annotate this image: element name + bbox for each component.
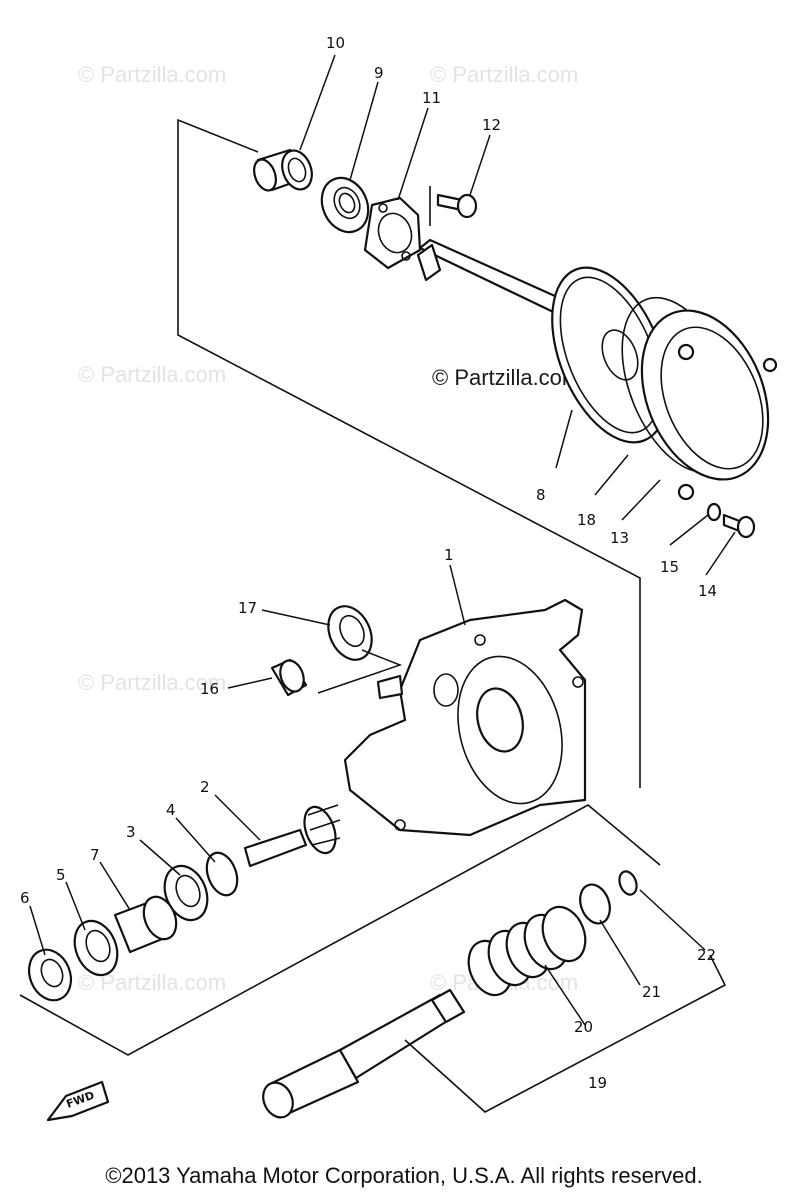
part-16-bushing (270, 658, 308, 697)
callout-16: 16 (200, 680, 219, 698)
part-21-washer (579, 883, 611, 925)
callout-18: 18 (577, 511, 596, 529)
upper-group-frame (177, 118, 641, 788)
part-13-cover (640, 309, 778, 501)
part-3-bearing (163, 864, 209, 922)
callout-labels: 10 9 11 12 8 18 13 15 14 17 16 1 2 4 3 7… (20, 34, 717, 1092)
part-12-bolt (436, 193, 478, 219)
watermark: © Partzilla.com (430, 62, 578, 87)
lower-left-frame (19, 804, 661, 1056)
callout-4: 4 (166, 801, 176, 819)
callout-9: 9 (374, 64, 384, 82)
fwd-arrow: FWD (46, 1080, 110, 1122)
callout-8: 8 (536, 486, 546, 504)
callout-6: 6 (20, 889, 30, 907)
callout-15: 15 (660, 558, 679, 576)
part-7-sleeve (113, 895, 178, 954)
callout-21: 21 (642, 983, 661, 1001)
part-6-oil-seal (27, 948, 73, 1002)
part-19-bracket (404, 954, 727, 1113)
callout-14: 14 (698, 582, 717, 600)
callout-3: 3 (126, 823, 136, 841)
part-4-washer (205, 851, 239, 897)
callout-13: 13 (610, 529, 629, 547)
watermark: © Partzilla.com (78, 362, 226, 387)
part-22-circlip (618, 870, 638, 896)
watermark: © Partzilla.com (78, 62, 226, 87)
callout-1: 1 (444, 546, 454, 564)
callout-20: 20 (574, 1018, 593, 1036)
callout-10: 10 (326, 34, 345, 52)
copyright-notice: ©2013 Yamaha Motor Corporation, U.S.A. A… (105, 1163, 703, 1188)
callout-7: 7 (90, 846, 100, 864)
part-9-bearing (320, 176, 370, 234)
bearing-group-line (317, 649, 403, 694)
part-14-bolt (722, 513, 756, 539)
part-19-shaft-assembly (262, 988, 466, 1119)
callout-12: 12 (482, 116, 501, 134)
part-10-bushing (253, 148, 313, 192)
callout-5: 5 (56, 866, 66, 884)
callout-11: 11 (422, 89, 441, 107)
leader-lines (29, 54, 736, 1026)
callout-19: 19 (588, 1074, 607, 1092)
part-17-bearing (327, 605, 373, 661)
watermark: © Partzilla.com (78, 670, 226, 695)
callout-17: 17 (238, 599, 257, 617)
part-5-bearing (73, 919, 119, 977)
part-2-pinion-shaft (243, 804, 341, 868)
part-11-gasket (363, 196, 422, 270)
part-20-spring (467, 905, 587, 997)
center-watermark: © Partzilla.com (432, 365, 580, 390)
callout-2: 2 (200, 778, 210, 796)
part-8-shaft-and-gear (416, 238, 669, 444)
part-15-washer (706, 502, 722, 522)
callout-22: 22 (697, 946, 716, 964)
part-1-housing (343, 598, 587, 837)
